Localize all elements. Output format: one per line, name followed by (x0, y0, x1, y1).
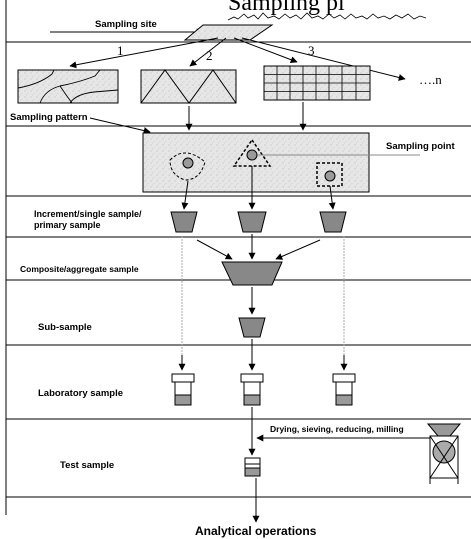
label-sampling-pattern: Sampling pattern (10, 112, 88, 123)
pattern-grid (263, 65, 371, 101)
label-composite: Composite/aggregate sample (20, 264, 139, 274)
arrow-pattern-label (89, 117, 151, 134)
mill-icon (426, 423, 462, 484)
lab-sample-3 (332, 373, 356, 406)
composite-sample (221, 261, 283, 286)
label-sampling-site: Sampling site (95, 19, 157, 30)
label-processing: Drying, sieving, reducing, milling (270, 424, 404, 434)
pattern-number-3: 3 (308, 43, 315, 58)
lab-sample-1 (171, 373, 195, 406)
sampling-area (142, 132, 370, 193)
area-to-increment-arrows (181, 166, 336, 210)
pattern-number-1: 1 (117, 43, 124, 58)
test-sample-vial (244, 457, 261, 477)
pattern-number-n: ….n (419, 72, 442, 87)
increment-to-composite-arrows (196, 234, 321, 260)
label-laboratory-sample: Laboratory sample (38, 388, 123, 399)
sub-sample (238, 317, 266, 338)
label-analytical-operations: Analytical operations (195, 524, 317, 538)
skyline-decoration (227, 12, 427, 21)
label-sampling-point: Sampling point (386, 141, 455, 152)
section-dividers (6, 41, 471, 498)
sampling-points (169, 138, 343, 187)
pattern-to-area-arrows (185, 102, 307, 131)
pattern-triangular (140, 69, 237, 104)
label-test-sample: Test sample (60, 460, 114, 471)
pattern-number-2: 2 (206, 48, 213, 63)
passthrough-arrowheads (178, 355, 348, 371)
increment-samples (170, 211, 347, 233)
pattern-irregular (17, 69, 119, 104)
label-sub-sample: Sub-sample (38, 322, 92, 333)
heading-fragment: Sampling pl (228, 0, 345, 16)
passthrough-lines (181, 236, 345, 370)
label-increment-line1: Increment/single sample/ (34, 209, 142, 219)
lab-sample-2 (240, 373, 264, 406)
sampling-site-plot (183, 24, 274, 41)
label-increment-line2: primary sample (34, 220, 101, 230)
site-to-pattern-arrows (69, 37, 406, 81)
